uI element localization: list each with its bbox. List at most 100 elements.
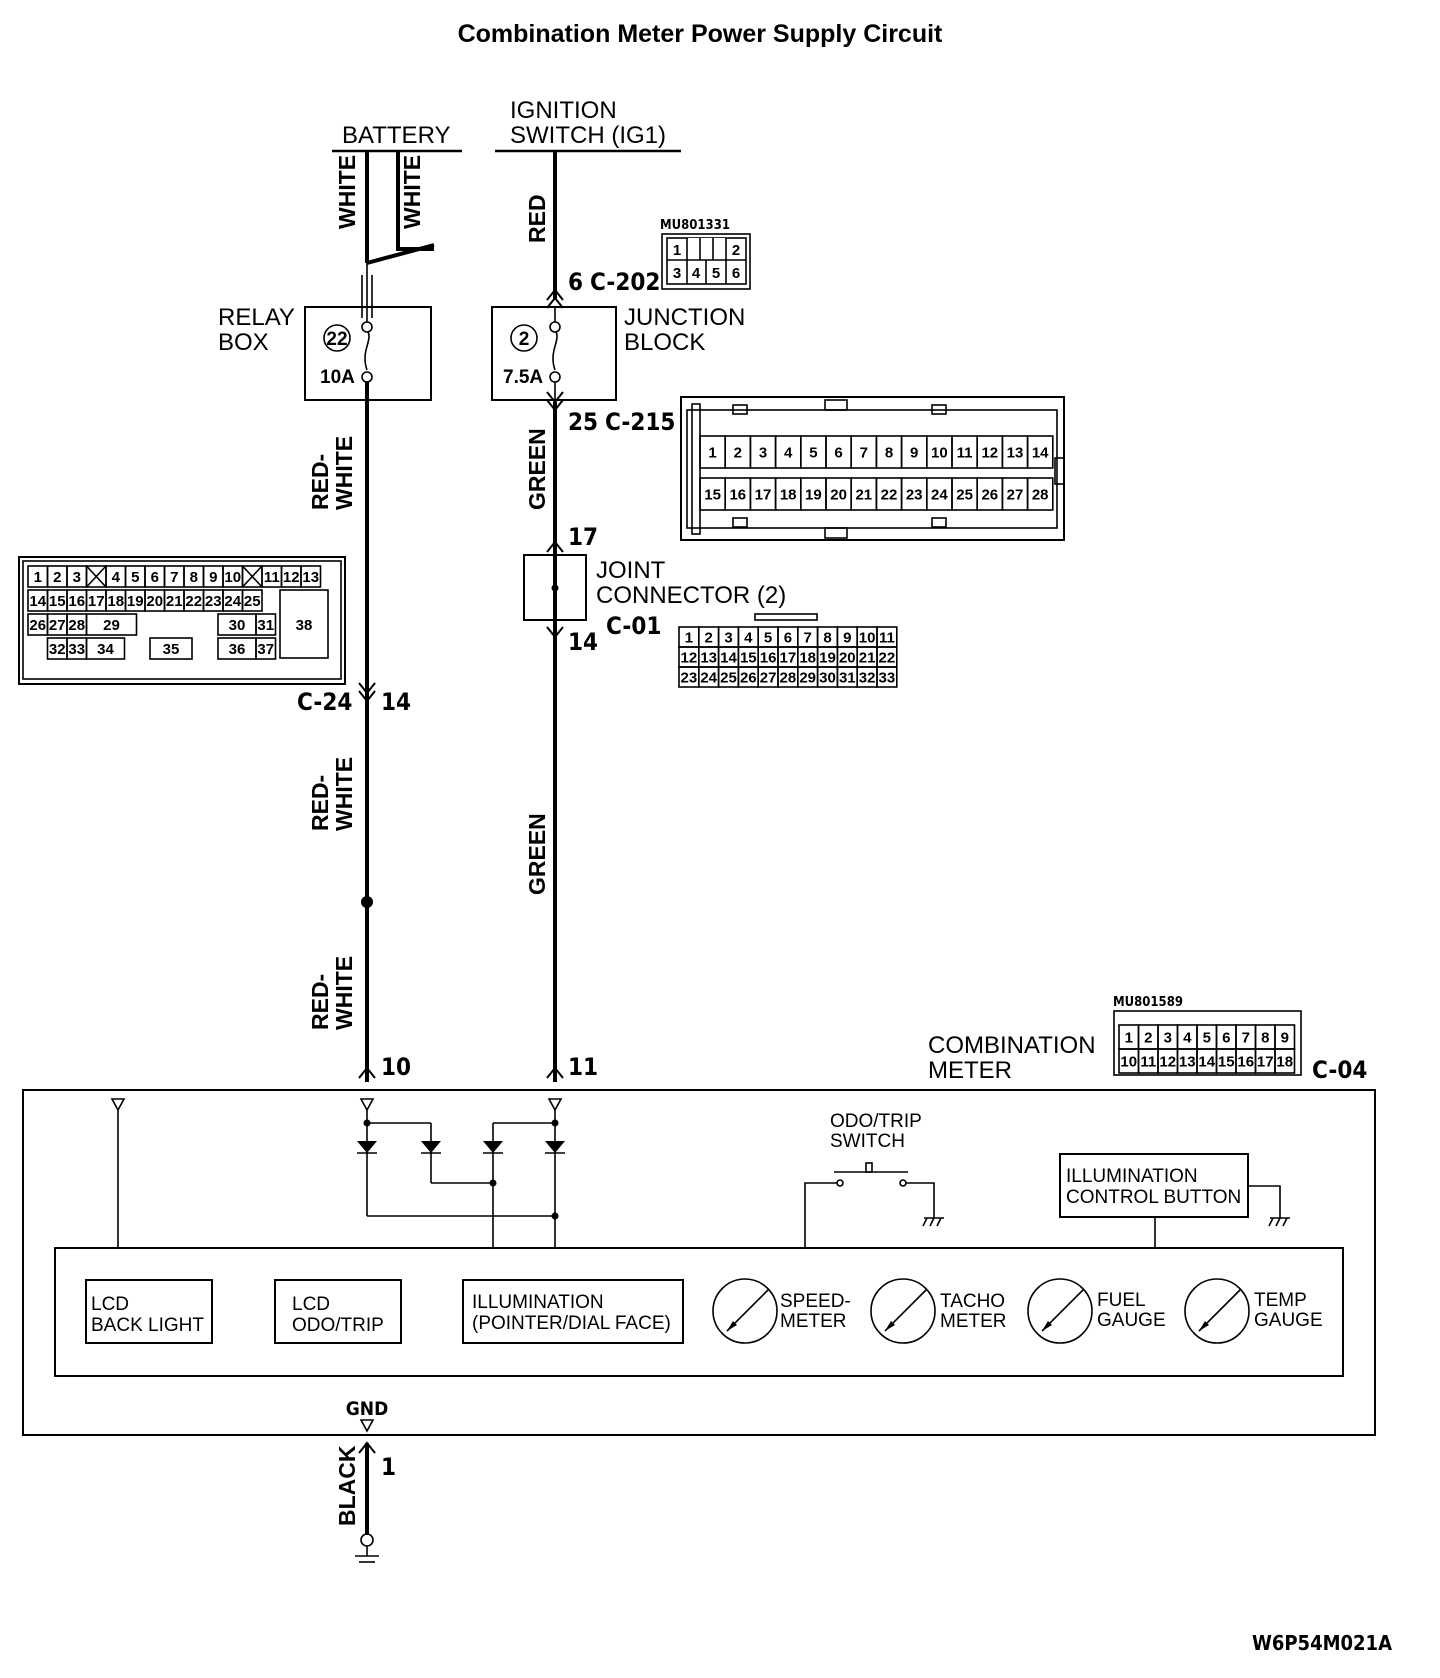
c01-pin-cell: 32 bbox=[859, 670, 876, 687]
c04-pin-cell: 8 bbox=[1261, 1030, 1269, 1047]
c215-pin-cell: 18 bbox=[780, 487, 797, 504]
c01-pin-cell: 4 bbox=[744, 630, 753, 647]
joint-label-2: CONNECTOR (2) bbox=[596, 582, 786, 609]
c202-cell-5: 5 bbox=[712, 265, 720, 282]
c215-pin-cell: 6 bbox=[834, 445, 842, 462]
c04-name: C-04 bbox=[1312, 1056, 1367, 1084]
c01-pin-cell: 14 bbox=[720, 650, 737, 667]
c202-part: MU801331 bbox=[660, 218, 730, 233]
c01-pin-cell: 1 bbox=[685, 630, 693, 647]
c215-pin-cell: 21 bbox=[855, 487, 872, 504]
illum-label-2: (POINTER/DIAL FACE) bbox=[472, 1313, 671, 1334]
lcd-back-light: LCD BACK LIGHT bbox=[85, 1279, 213, 1344]
gnd-label: GND bbox=[346, 1398, 389, 1420]
relay-fuse-symbol bbox=[364, 263, 370, 371]
c24-pin-cell: 20 bbox=[146, 593, 163, 610]
c01-pin-cell: 24 bbox=[700, 670, 717, 687]
c215-pin-cell: 14 bbox=[1032, 445, 1049, 462]
c01-pin-cell: 17 bbox=[780, 650, 797, 667]
red-white-wire: RED- WHITE RED- WHITE RED- WHITE 14 C-24… bbox=[297, 382, 411, 1082]
odo-switch-label-1: ODO/TRIP bbox=[830, 1111, 922, 1132]
wire-label-green-1: GREEN bbox=[524, 428, 550, 510]
c24-pin-cell: 8 bbox=[190, 569, 198, 586]
c24-pin-cell: 7 bbox=[170, 569, 178, 586]
c24-pin-cell: 4 bbox=[112, 569, 121, 586]
red-wire: RED 6 C-202 bbox=[524, 151, 660, 309]
fuel-gauge: FUEL GAUGE bbox=[1027, 1278, 1166, 1344]
c01-pin-cell: 12 bbox=[681, 650, 698, 667]
c215-pin-cell: 8 bbox=[885, 445, 893, 462]
c24-pin-cell: 19 bbox=[127, 593, 144, 610]
c24-pin-cell: 34 bbox=[97, 641, 114, 658]
c215-pin-cell: 10 bbox=[931, 445, 948, 462]
joint-pin-out: 14 bbox=[568, 628, 598, 656]
c202-cell-3: 3 bbox=[673, 265, 681, 282]
c04-part: MU801589 bbox=[1113, 995, 1183, 1010]
junction-block-label-1: JUNCTION bbox=[624, 304, 745, 331]
c215-pin-cell: 25 bbox=[956, 487, 973, 504]
junction-fuse-number: 2 bbox=[519, 329, 530, 350]
c24-pin-cell: 31 bbox=[257, 617, 274, 634]
c01-pin-cell: 28 bbox=[780, 670, 797, 687]
tacho-label-1: TACHO bbox=[940, 1291, 1005, 1312]
ignition-label-2: SWITCH (IG1) bbox=[510, 122, 666, 149]
c01-pin-cell: 2 bbox=[705, 630, 713, 647]
c24-pin-cell: 22 bbox=[185, 593, 202, 610]
c215-name: C-215 bbox=[605, 408, 675, 436]
c04-pin-ignition: 11 bbox=[568, 1053, 598, 1081]
c202-pin: 6 bbox=[568, 268, 583, 296]
c01-pin-cell: 23 bbox=[681, 670, 698, 687]
c215-pin-cell: 19 bbox=[805, 487, 822, 504]
c01-pin-cell: 9 bbox=[843, 630, 851, 647]
c04-pin-cell: 10 bbox=[1120, 1054, 1137, 1071]
c24-pin-cell: 29 bbox=[103, 617, 120, 634]
gnd-pin: 1 bbox=[381, 1453, 396, 1481]
c01-pin-cell: 10 bbox=[859, 630, 876, 647]
c215-pin-cell: 13 bbox=[1007, 445, 1024, 462]
c24-pin-cell: 6 bbox=[151, 569, 159, 586]
speedo-label-2: METER bbox=[780, 1311, 847, 1332]
c04-pin-cell: 2 bbox=[1144, 1030, 1152, 1047]
wire-label-red-white-3b: WHITE bbox=[331, 956, 357, 1030]
c04-pin-battery: 10 bbox=[381, 1053, 411, 1081]
c04-pin-cell: 17 bbox=[1257, 1054, 1274, 1071]
illum-btn-label-1: ILLUMINATION bbox=[1066, 1166, 1198, 1187]
c01-pin-cell: 13 bbox=[700, 650, 717, 667]
illumination-pointer-dial: ILLUMINATION (POINTER/DIAL FACE) bbox=[462, 1279, 684, 1344]
wire-label-white-b: WHITE bbox=[399, 155, 425, 229]
c215-pin-cell: 24 bbox=[931, 487, 948, 504]
c24-pin-cell: 33 bbox=[68, 641, 85, 658]
relay-box: RELAY BOX 22 10A bbox=[218, 263, 432, 401]
c24-pin-cell: 17 bbox=[88, 593, 105, 610]
c24-pin-cell: 30 bbox=[229, 617, 246, 634]
splice-point bbox=[361, 896, 373, 908]
fuel-label-2: GAUGE bbox=[1097, 1310, 1166, 1331]
c24-pin-cell: 26 bbox=[29, 617, 46, 634]
c202-cell-4: 4 bbox=[692, 265, 701, 282]
joint-label-1: JOINT bbox=[596, 557, 666, 584]
c01-pin-cell: 30 bbox=[819, 670, 836, 687]
joint-pin-in: 17 bbox=[568, 523, 598, 551]
c24-pin-cell: 13 bbox=[302, 569, 319, 586]
battery-label: BATTERY bbox=[342, 122, 450, 149]
c202-cell-6: 6 bbox=[732, 265, 740, 282]
c04-pin-cell: 5 bbox=[1203, 1030, 1211, 1047]
drawing-id: W6P54M021A bbox=[1252, 1631, 1392, 1655]
relay-fuse-rating: 10A bbox=[320, 367, 355, 388]
relay-box-label-1: RELAY bbox=[218, 304, 295, 331]
c24-pin-cell: 3 bbox=[73, 569, 81, 586]
wire-label-black: BLACK bbox=[334, 1445, 360, 1526]
c24-pin-cell: 23 bbox=[205, 593, 222, 610]
c202-connector-face: MU801331 1 2 3 4 5 6 bbox=[660, 218, 751, 290]
relay-box-label-2: BOX bbox=[218, 329, 269, 356]
odo-switch-label-2: SWITCH bbox=[830, 1131, 905, 1152]
lcd-back-light-label-2: BACK LIGHT bbox=[91, 1315, 204, 1336]
c215-pin-cell: 28 bbox=[1032, 487, 1049, 504]
meter-ground: GND bbox=[346, 1398, 389, 1433]
c04-pin-cell: 16 bbox=[1237, 1054, 1254, 1071]
c24-pin-cell: 14 bbox=[29, 593, 46, 610]
